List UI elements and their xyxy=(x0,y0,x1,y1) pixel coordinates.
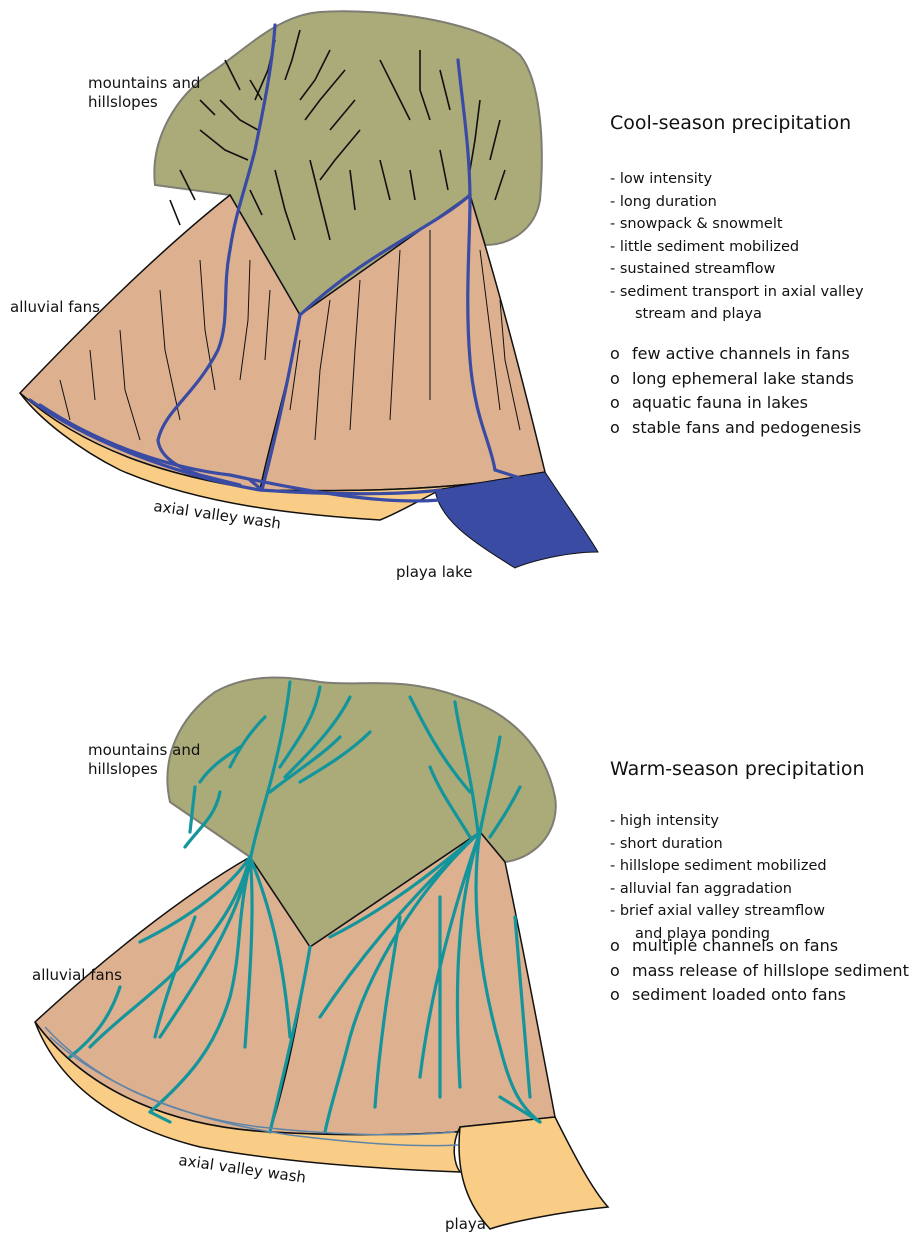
bullet-text: aquatic fauna in lakes xyxy=(632,393,808,412)
warm-label-mountains: mountains and hillslopes xyxy=(88,741,200,779)
cool-label-alluvial-fans: alluvial fans xyxy=(10,298,100,317)
list-item-text: - hillslope sediment mobilized xyxy=(610,858,827,874)
cool-characteristics-list: - low intensity - long duration - snowpack… xyxy=(610,168,864,326)
cool-season-title: Cool-season precipitation xyxy=(610,111,851,135)
list-item-text: - little sediment mobilized xyxy=(610,239,799,255)
list-item: - high intensity xyxy=(610,810,827,833)
list-item-text: - snowpack & snowmelt xyxy=(610,216,783,232)
list-item-text: - long duration xyxy=(610,194,717,210)
bullet-marker: o xyxy=(610,959,632,984)
list-item-text: - sustained streamflow xyxy=(610,261,775,277)
list-item: - short duration xyxy=(610,833,827,856)
warm-label-playa: playa xyxy=(445,1215,486,1234)
bullet-text: sediment loaded onto fans xyxy=(632,985,846,1004)
bullet-marker: o xyxy=(610,934,632,959)
bullet-text: stable fans and pedogenesis xyxy=(632,418,861,437)
cool-label-mountains-line1: mountains and xyxy=(88,74,200,92)
bullet-marker: o xyxy=(610,983,632,1008)
list-item-text: - alluvial fan aggradation xyxy=(610,881,792,897)
bullet-text: long ephemeral lake stands xyxy=(632,369,854,388)
cool-season-panel: mountains and hillslopes alluvial fans a… xyxy=(0,0,922,617)
cool-label-mountains-line2: hillslopes xyxy=(88,93,158,111)
warm-label-mountains-line1: mountains and xyxy=(88,741,200,759)
warm-season-panel: mountains and hillslopes alluvial fans a… xyxy=(0,617,922,1234)
list-item: - low intensity xyxy=(610,168,864,191)
list-item-text: - brief axial valley streamflow xyxy=(610,903,825,919)
cool-label-mountains: mountains and hillslopes xyxy=(88,74,200,112)
warm-season-title: Warm-season precipitation xyxy=(610,757,865,781)
list-item: - long duration xyxy=(610,191,864,214)
bullet-text: mass release of hillslope sediment xyxy=(632,961,909,980)
list-item-text: - short duration xyxy=(610,836,723,852)
list-item: - sustained streamflow xyxy=(610,258,864,281)
warm-characteristics-list: - high intensity - short duration - hillsl… xyxy=(610,810,827,945)
bullet-text: multiple channels on fans xyxy=(632,936,838,955)
list-item: - alluvial fan aggradation xyxy=(610,878,827,901)
warm-label-alluvial-fans: alluvial fans xyxy=(32,966,122,985)
list-item-text: - low intensity xyxy=(610,171,712,187)
list-item: - hillslope sediment mobilized xyxy=(610,855,827,878)
warm-label-mountains-line2: hillslopes xyxy=(88,760,158,778)
cool-playa-lake xyxy=(435,472,598,568)
list-item: - snowpack & snowmelt xyxy=(610,213,864,236)
list-item: - sediment transport in axial valley stre… xyxy=(610,281,864,326)
bullet-text: few active channels in fans xyxy=(632,344,850,363)
bullet-marker: o xyxy=(610,342,632,367)
list-item-text: - high intensity xyxy=(610,813,719,829)
list-item-text: - sediment transport in axial valley xyxy=(610,284,864,300)
bullet-marker: o xyxy=(610,391,632,416)
cool-label-playa-lake: playa lake xyxy=(396,563,472,582)
warm-playa xyxy=(459,1117,608,1229)
list-item-continuation: stream and playa xyxy=(610,303,864,326)
bullet-marker: o xyxy=(610,367,632,392)
bullet-marker: o xyxy=(610,416,632,441)
list-item: - little sediment mobilized xyxy=(610,236,864,259)
